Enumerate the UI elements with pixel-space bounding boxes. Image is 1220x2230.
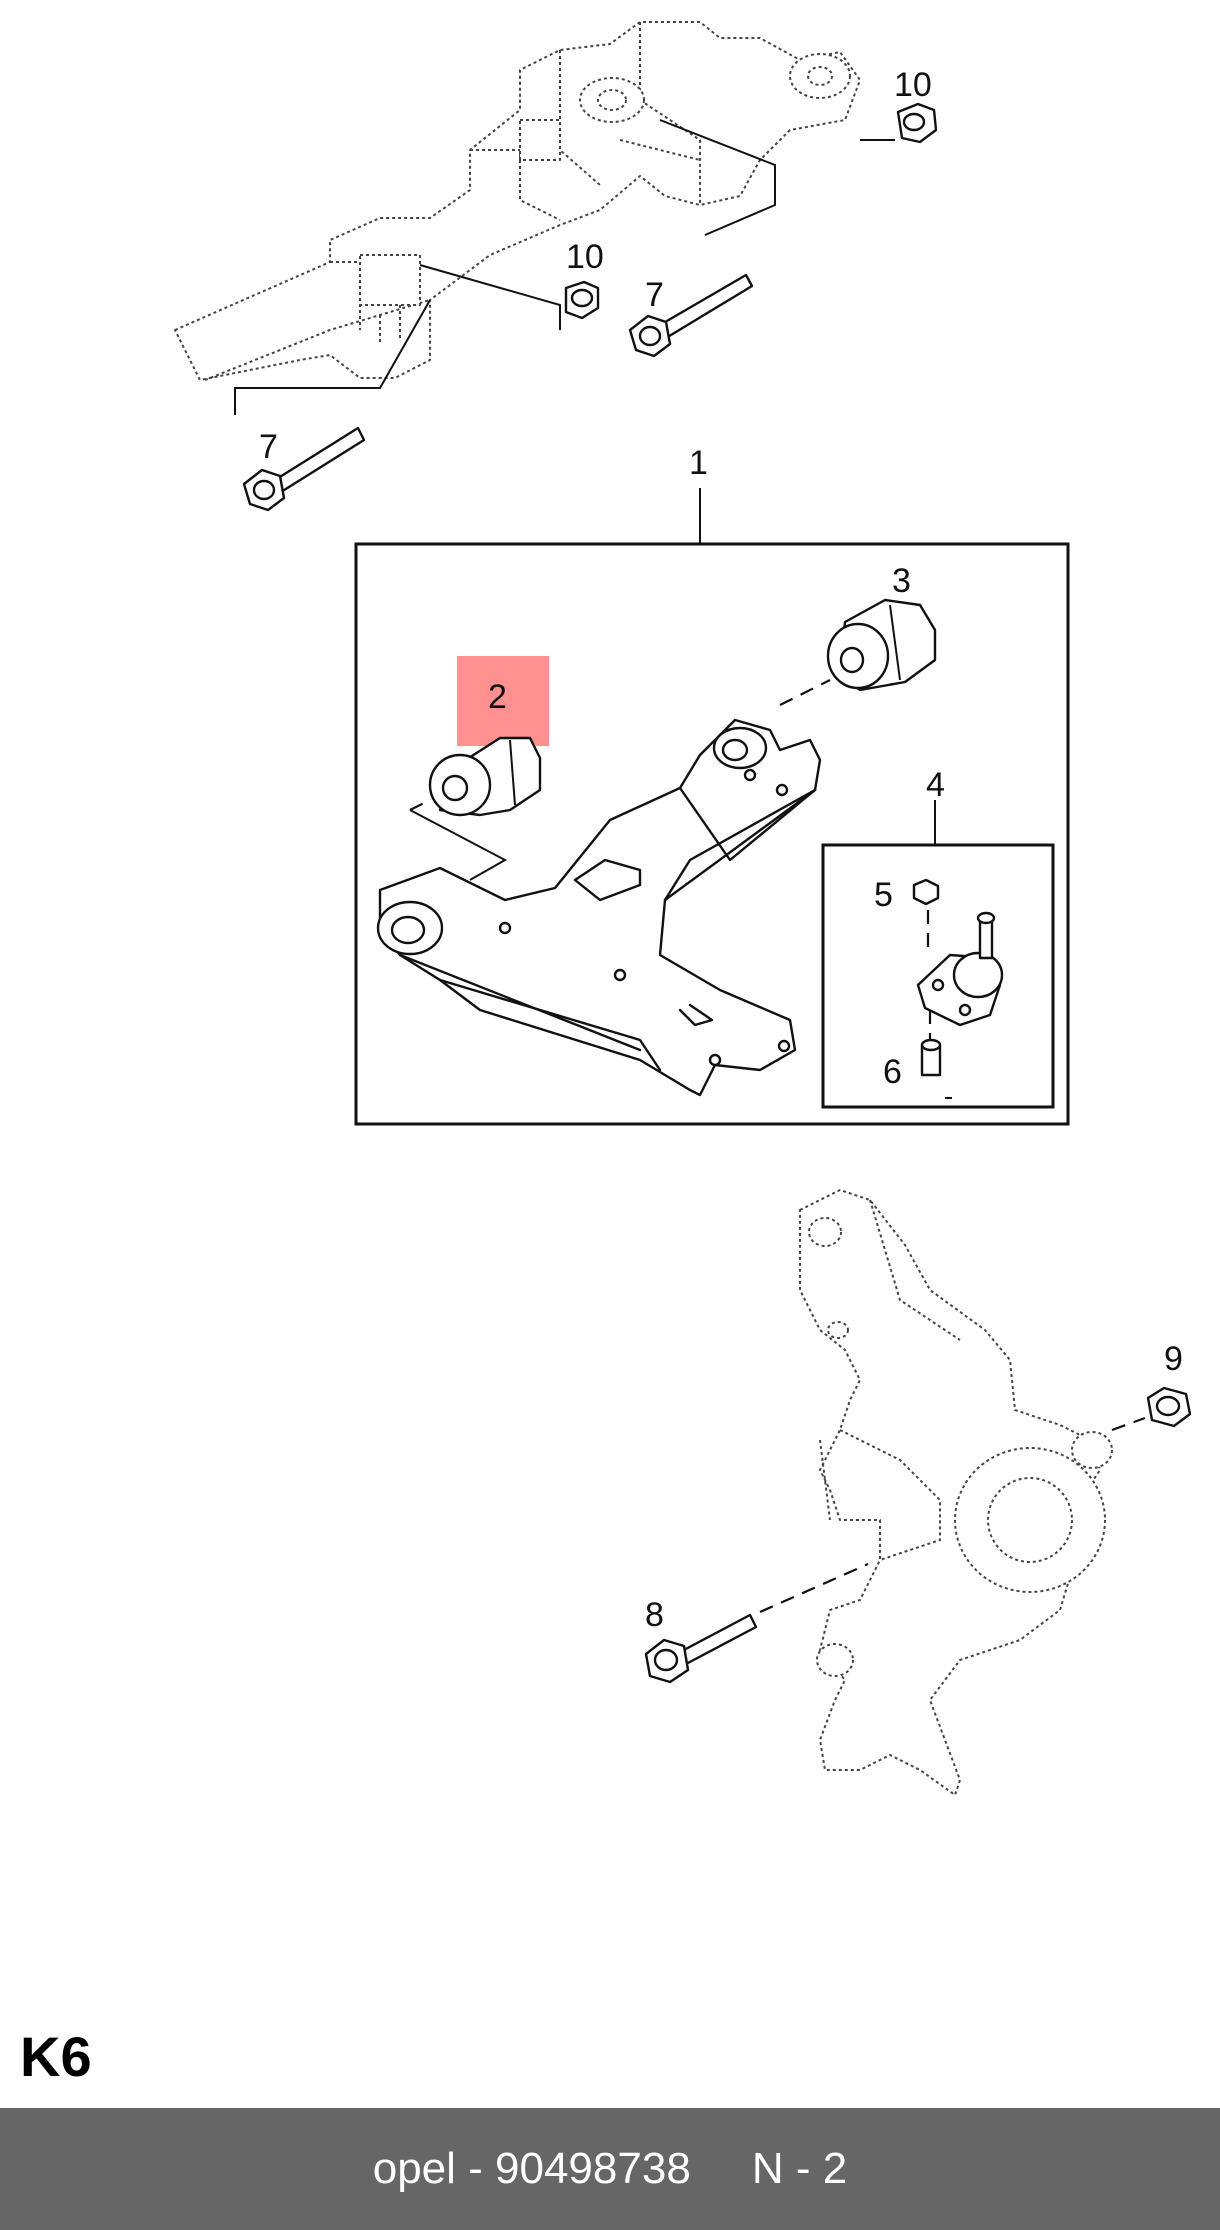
nut-10-upper (896, 102, 938, 144)
nut-10-lower (564, 280, 600, 320)
callout-2: 2 (488, 678, 507, 716)
callout-7-left: 7 (259, 428, 278, 466)
bolt-7-left (242, 426, 366, 512)
exploded-parts-diagram: 1 2 3 4 5 6 7 7 8 9 10 10 (174, 21, 1192, 1796)
control-arm (376, 718, 822, 1097)
bush-2 (428, 736, 542, 817)
callout-3: 3 (892, 562, 911, 600)
nut-9 (1146, 1386, 1192, 1428)
section-code: K6 (20, 2025, 92, 2088)
ball-joint-4 (912, 878, 1004, 1099)
control-arm-frame (354, 542, 1070, 1126)
callout-1: 1 (689, 444, 708, 482)
callout-5: 5 (874, 876, 893, 914)
callout-10-upper: 10 (894, 66, 932, 104)
callout-8: 8 (645, 1596, 664, 1634)
callout-9: 9 (1164, 1340, 1183, 1378)
front-subframe (174, 21, 895, 415)
part-number-caption: opel - 90498738 N - 2 (372, 2144, 848, 2193)
callout-7-right: 7 (645, 276, 664, 314)
steering-knuckle (799, 1189, 1113, 1796)
callout-6: 6 (883, 1053, 902, 1091)
highlight-box (457, 656, 549, 746)
bolt-7-right (628, 273, 754, 358)
ball-joint-frame (821, 843, 1055, 1109)
footer-bar: opel - 90498738 N - 2 (0, 2108, 1220, 2230)
callout-4: 4 (926, 766, 945, 804)
callout-10-lower: 10 (566, 238, 604, 276)
bolt-8 (644, 1613, 758, 1684)
bush-3 (826, 598, 937, 692)
